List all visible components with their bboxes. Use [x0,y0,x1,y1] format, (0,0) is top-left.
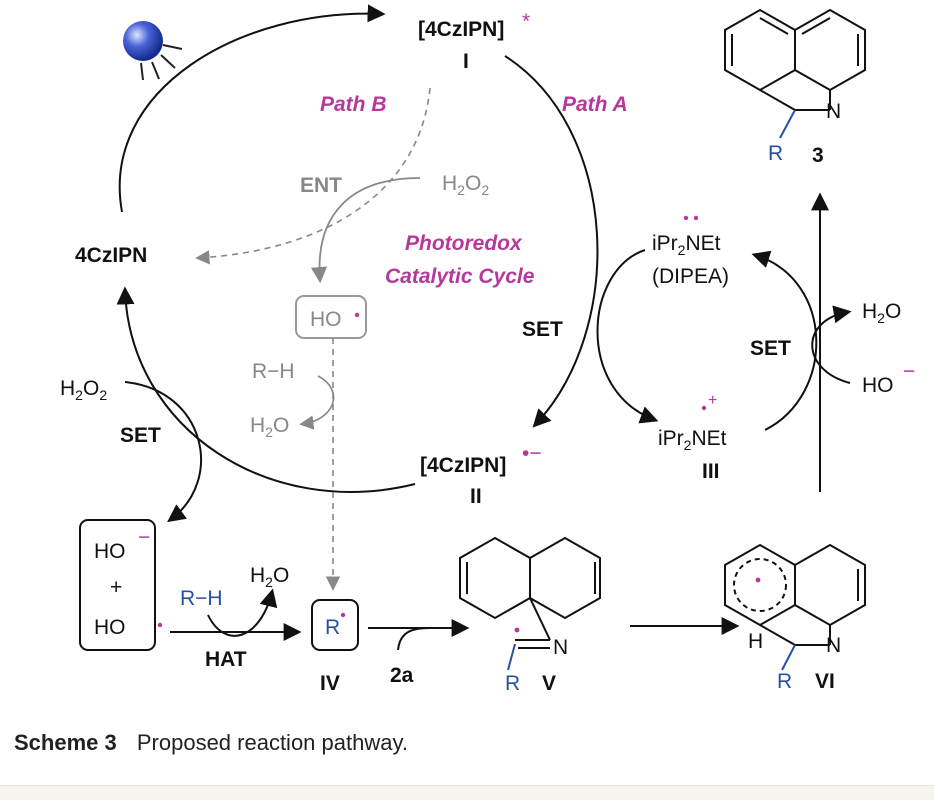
path-a-label: Path A [562,93,628,116]
path-b-dashed-arrow [195,87,431,265]
scheme-caption: Scheme 3 Proposed reaction pathway. [14,730,408,756]
rh-blue-label: R−H [180,587,223,610]
intermediate-VI-label: VI [815,670,835,693]
rh-to-h2o-grey-arrow [299,375,335,430]
photoredox-label-line1: Photoredox [405,232,523,255]
ent-arrow [310,177,421,284]
light-bulb-icon [123,21,183,81]
box-ho-minus-label: HO [94,540,126,563]
radical-dots [157,215,761,633]
cat-excited-star: * [522,10,530,33]
path-b-label: Path B [320,93,387,116]
imidoyl-N-label: N [553,636,568,659]
set-a-label: SET [522,318,563,341]
ho-radical-grey-label: HO [310,308,342,331]
intermediate-II-label: II [470,485,482,508]
ho-radical-box [295,295,367,339]
intermediate-V-label: V [542,672,556,695]
radical-cation-charge: + [708,392,717,409]
cyclized-H-label: H [748,630,763,653]
ho-minus-right-label: HO [862,374,894,397]
product-N-label: N [826,100,841,123]
intermediate-IV-label: IV [320,672,340,695]
ho-to-h2o-right-arrow [811,305,852,384]
cyclized-radical-structure [724,543,866,671]
h2o-mid-label: H2O [250,564,289,590]
dipea-name: (DIPEA) [652,265,729,288]
cyclized-N-label: N [826,634,841,657]
reaction-scheme: [4CzIPN] * I Path B Path A ENT H2O2 4CzI… [60,4,915,695]
photoredox-cycle-arcs [116,4,599,493]
dipea-formula: iPr2NEt [652,232,721,258]
box-ho-radical-label: HO [94,616,126,639]
caption-text: Proposed reaction pathway. [136,730,408,755]
intermediate-III-label: III [702,460,720,483]
product-R-label: R [768,142,783,165]
reagent-2a-label: 2a [390,664,414,687]
set-right-label: SET [750,337,791,360]
cat-ground-label: 4CzIPN [75,244,147,267]
footer-bar [0,785,934,800]
h2o-grey-label: H2O [250,414,289,440]
ho-minus-right-charge: − [903,360,915,383]
set-left-label: SET [120,424,161,447]
phenanthridine-product-structure [724,8,866,139]
h2o-right-label: H2O [862,300,901,326]
box-plus-label: + [110,576,122,599]
h2o2-left-label: H2O2 [60,377,107,403]
imidoyl-R-label: R [505,672,520,695]
photoredox-label-line2: Catalytic Cycle [385,265,535,288]
left-set-arrow [124,381,203,523]
box-ho-minus-charge: − [138,526,150,549]
cat-anion-label: [4CzIPN] [420,454,506,477]
cat-excited-label: [4CzIPN] [418,18,504,41]
rh-to-h2o-arrow [207,588,278,637]
product-3-label: 3 [812,144,824,167]
h2o2-top-label: H2O2 [442,172,489,198]
intermediate-I-label: I [463,50,469,73]
r-radical-label: R [325,616,340,639]
rh-grey-label: R−H [252,360,295,383]
caption-number: Scheme 3 [14,730,117,755]
hydroxide-box [79,519,156,651]
cyclized-R-label: R [777,670,792,693]
radical-cation-formula: iPr2NEt [658,427,727,453]
dipea-cycle-arcs [596,249,818,431]
cat-anion-charge: •− [522,442,542,465]
imidoyl-radical-structure [459,536,601,671]
r-radical-box [311,599,359,651]
hat-label: HAT [205,648,247,671]
reagent-2a-curve [397,627,431,651]
ent-label: ENT [300,174,342,197]
